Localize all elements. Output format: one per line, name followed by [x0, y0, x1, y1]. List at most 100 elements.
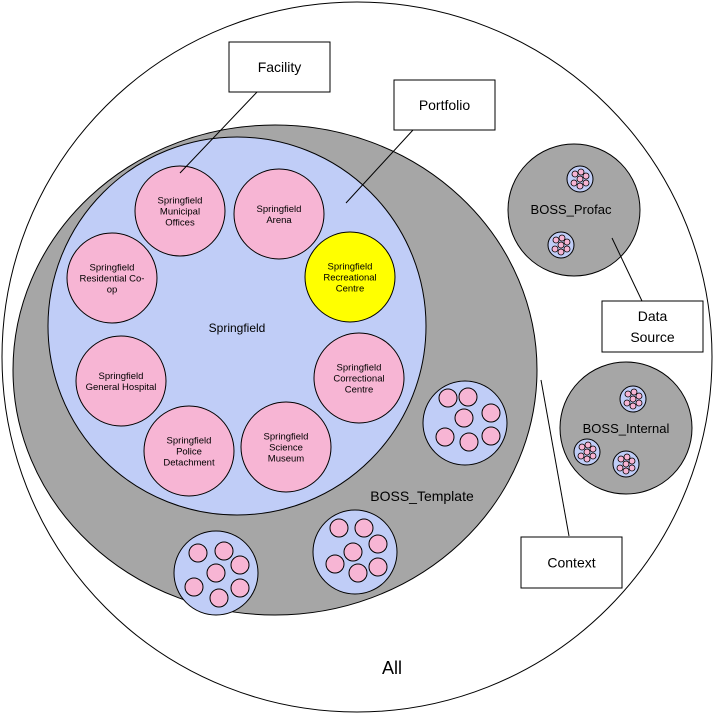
cluster-dot [454, 408, 474, 428]
cluster-dot [329, 518, 349, 538]
facility-label-line: Residential Co- [80, 273, 145, 284]
mini-cluster-dot [557, 241, 565, 249]
cluster-dot [459, 432, 479, 452]
facility-leader [179, 90, 259, 174]
callout-box: Context [520, 536, 623, 589]
mini-cluster-dot [622, 460, 630, 468]
facility-label-line: Science [269, 442, 303, 453]
mini-cluster-dot [635, 392, 643, 400]
cluster-dot [188, 543, 208, 563]
mini-cluster-dot [630, 388, 638, 396]
mini-cluster-dot [583, 455, 591, 463]
callout-label-line: Context [547, 554, 595, 570]
cluster-dot [354, 518, 374, 538]
facility-circle [75, 335, 167, 427]
mini-cluster-dot [576, 182, 584, 190]
callout-label-line: Source [630, 329, 675, 345]
mini-cluster-dot [635, 399, 643, 407]
facility-label-line: Springfield [99, 371, 144, 382]
facility-label-line: Centre [336, 283, 365, 294]
data-source-node: BOSS_Profac [507, 143, 641, 277]
callout-label: Facility [258, 59, 302, 75]
mini-cluster-dot [629, 395, 637, 403]
cluster-dot [481, 403, 501, 423]
mini-cluster-dot [563, 245, 571, 253]
callout-label-line: Facility [258, 59, 302, 75]
facility-label-line: op [107, 284, 118, 295]
mini-cluster-dot [576, 175, 584, 183]
mini-cluster-dot [622, 467, 630, 475]
data-source-label: BOSS_Profac [531, 202, 612, 217]
facility-label-line: General Hospital [86, 382, 157, 393]
cluster-dot [325, 554, 345, 574]
cluster-dot [481, 426, 501, 446]
portfolio-cluster [173, 530, 259, 616]
mini-cluster-dot [583, 448, 591, 456]
mini-cluster-dot [589, 452, 597, 460]
leader-lines [179, 90, 643, 537]
cluster-dot [184, 577, 204, 597]
mini-cluster [619, 385, 647, 413]
mini-cluster-dot [578, 443, 586, 451]
facility-label-line: Museum [268, 453, 305, 464]
cluster-dot [206, 563, 226, 583]
facility-label-line: Springfield [257, 204, 302, 215]
facility-label-line: Police [176, 446, 202, 457]
mini-cluster-dot [628, 457, 636, 465]
facility-label-line: Springfield [167, 435, 212, 446]
callout-box: Portfolio [393, 79, 496, 131]
facility-circle [304, 231, 396, 323]
cluster-dot [230, 555, 250, 575]
mini-cluster-dot [624, 390, 632, 398]
facility-circle [134, 165, 226, 257]
callout-box: Facility [228, 41, 331, 93]
facility-circle [233, 168, 325, 260]
facility-label-line: Springfield [158, 195, 203, 206]
callout-rect [228, 41, 331, 93]
facility-label-line: Municipal [160, 206, 200, 217]
mini-cluster-dot [577, 168, 585, 176]
mini-cluster-dot [557, 248, 565, 256]
mini-cluster-dot [584, 441, 592, 449]
cluster-dot [348, 563, 368, 583]
mini-cluster-dot [570, 179, 578, 187]
all-label: All [382, 658, 402, 678]
facility-label-line: Recreational [323, 272, 376, 283]
callout-rect [601, 300, 704, 353]
mini-cluster [573, 438, 601, 466]
context-leader [540, 379, 570, 537]
mini-cluster-dot [628, 464, 636, 472]
portfolio-cluster-group [173, 380, 508, 616]
cluster-dot [230, 578, 250, 598]
cluster-dot [214, 541, 234, 561]
facility-circle [66, 232, 158, 324]
facility-circle [240, 401, 332, 493]
mini-cluster-dot [558, 234, 566, 242]
facility-label-line: Centre [345, 384, 374, 395]
mini-cluster [547, 231, 575, 259]
facility-label-line: Detachment [163, 457, 215, 468]
mini-cluster [612, 450, 640, 478]
mini-cluster-dot [617, 455, 625, 463]
portfolio-cluster [312, 509, 398, 595]
cluster-dot [368, 534, 388, 554]
data-source-label: BOSS_Internal [583, 421, 670, 436]
facility-label-line: Springfield [264, 431, 309, 442]
mini-cluster-dot [623, 453, 631, 461]
mini-cluster-dot [582, 172, 590, 180]
facility-circle [313, 332, 405, 424]
mini-cluster-dot [552, 236, 560, 244]
